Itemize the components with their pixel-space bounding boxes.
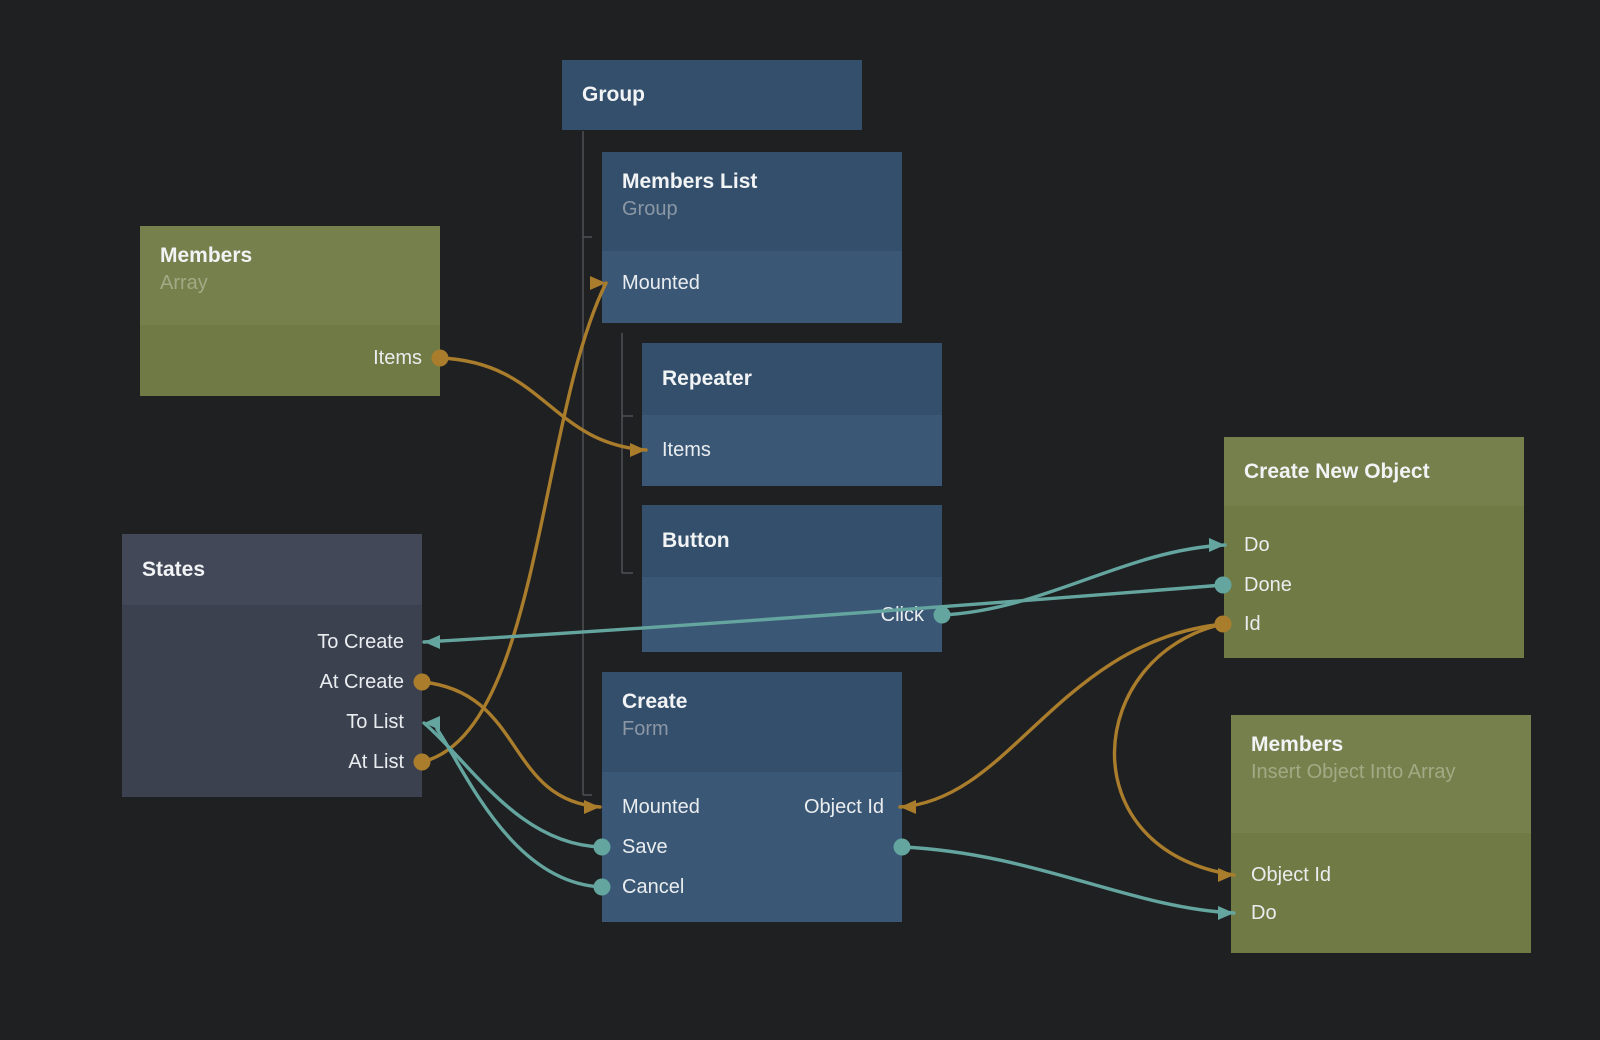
node-title-members-insert: Members — [1251, 733, 1344, 756]
node-header-group: Group — [562, 60, 862, 130]
wire-at-create-to-create-mounted[interactable] — [420, 680, 602, 809]
node-title-members-array: Members — [160, 244, 253, 267]
port-create-new-object-done[interactable]: Done — [1244, 574, 1292, 596]
node-body-states — [122, 605, 422, 797]
port-states-to-create[interactable]: To Create — [317, 631, 404, 653]
wire-done-to-to-create[interactable] — [422, 583, 1225, 644]
port-create-mounted[interactable]: Mounted — [622, 796, 700, 818]
node-title-create-new-object: Create New Object — [1244, 459, 1430, 483]
node-subtitle-members-list: Group — [622, 198, 678, 220]
wire-save-to-insert-do[interactable] — [900, 845, 1236, 915]
node-body-create — [602, 772, 902, 922]
port-dot-click[interactable] — [933, 606, 951, 624]
wire-save-to-to-list[interactable] — [422, 721, 604, 849]
port-members-insert-object-id[interactable]: Object Id — [1251, 864, 1332, 886]
node-states[interactable]: States To Create At Create To List At List — [122, 534, 422, 797]
node-body-button — [642, 577, 942, 652]
node-body-repeater — [642, 415, 942, 486]
node-header-create-new-object: Create New Object — [1224, 437, 1524, 506]
port-members-list-mounted[interactable]: Mounted — [622, 272, 700, 294]
wire-cancel-to-to-list[interactable] — [435, 727, 604, 889]
port-dot-at-list[interactable] — [413, 753, 431, 771]
node-body-members-list — [602, 251, 902, 323]
port-states-at-create[interactable]: At Create — [319, 671, 404, 693]
node-body-members-array — [140, 325, 440, 396]
port-repeater-items[interactable]: Items — [662, 439, 711, 461]
node-subtitle-members-array: Array — [160, 272, 208, 294]
port-dot-at-create[interactable] — [413, 673, 431, 691]
node-body-members-insert — [1231, 833, 1531, 953]
port-button-click[interactable]: Click — [880, 604, 924, 626]
port-create-new-object-do[interactable]: Do — [1244, 534, 1270, 556]
port-dot-save-left[interactable] — [593, 838, 611, 856]
port-create-cancel[interactable]: Cancel — [622, 876, 685, 898]
node-subtitle-create: Form — [622, 718, 669, 740]
port-members-insert-do[interactable]: Do — [1251, 902, 1277, 924]
node-title-states: States — [142, 557, 206, 581]
node-subtitle-members-insert: Insert Object Into Array — [1251, 761, 1456, 783]
port-create-new-object-id[interactable]: Id — [1244, 613, 1261, 635]
node-title-create: Create — [622, 690, 688, 713]
port-create-save[interactable]: Save — [622, 836, 668, 858]
wire-at-list-to-members-list-mounted[interactable] — [420, 281, 608, 764]
port-dot-done[interactable] — [1214, 576, 1232, 594]
wire-id-to-create-object-id[interactable] — [898, 622, 1225, 809]
node-group[interactable]: Group — [562, 60, 862, 130]
node-header-button: Button — [642, 505, 942, 577]
port-dot-cancel-left[interactable] — [593, 878, 611, 896]
port-dot-id[interactable] — [1214, 615, 1232, 633]
port-states-to-list[interactable]: To List — [346, 711, 404, 733]
node-header-states: States — [122, 534, 422, 605]
node-body-create-new-object — [1224, 506, 1524, 658]
wire-click-to-cno-do[interactable] — [940, 543, 1227, 617]
port-members-array-items[interactable]: Items — [373, 347, 422, 369]
port-dot-members-items[interactable] — [431, 349, 449, 367]
node-title-group: Group — [582, 83, 645, 106]
port-states-at-list[interactable]: At List — [348, 751, 404, 773]
node-title-members-list: Members List — [622, 170, 758, 193]
port-create-object-id[interactable]: Object Id — [803, 796, 884, 818]
wire-id-to-insert-object-id[interactable] — [1112, 622, 1236, 877]
node-header-repeater: Repeater — [642, 343, 942, 415]
port-dot-save-right[interactable] — [893, 838, 911, 856]
node-title-repeater: Repeater — [662, 367, 752, 390]
node-title-button: Button — [662, 529, 730, 552]
wire-members-items-to-repeater-items[interactable] — [438, 356, 648, 452]
